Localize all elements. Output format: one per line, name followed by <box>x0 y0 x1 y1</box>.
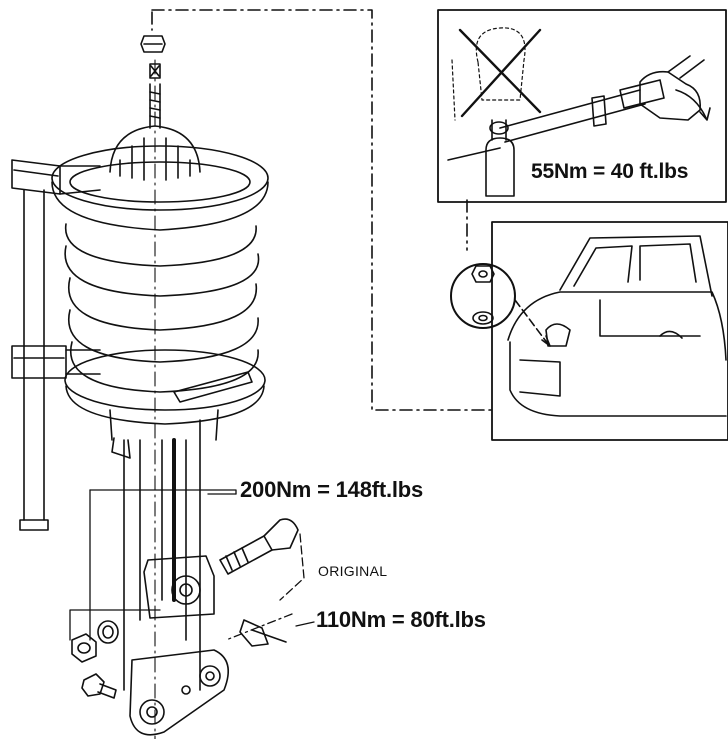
torque-label-top-mount: 55Nm = 40 ft.lbs <box>531 160 689 183</box>
inset-wrench-panel <box>437 9 727 203</box>
nut-washer-callout <box>450 263 551 347</box>
torque-label-upper-bolt: 200Nm = 148ft.lbs <box>240 477 424 502</box>
torque-label-lower-bolt: 110Nm = 80ft.lbs <box>316 607 486 632</box>
inset-car-panel <box>491 221 728 441</box>
original-note: ORIGINAL <box>318 563 388 579</box>
leader-lines <box>69 489 315 641</box>
top-nut-and-rod <box>140 35 166 129</box>
spring-compressor-tool <box>11 159 101 531</box>
coil-spring-assembly <box>51 125 269 441</box>
strut-body <box>111 419 230 736</box>
upper-clamp-bolt <box>219 518 299 575</box>
camber-bolt-and-nut <box>71 620 119 699</box>
dashed-leader-top <box>151 9 493 411</box>
lower-clamp-bolt <box>239 619 287 647</box>
